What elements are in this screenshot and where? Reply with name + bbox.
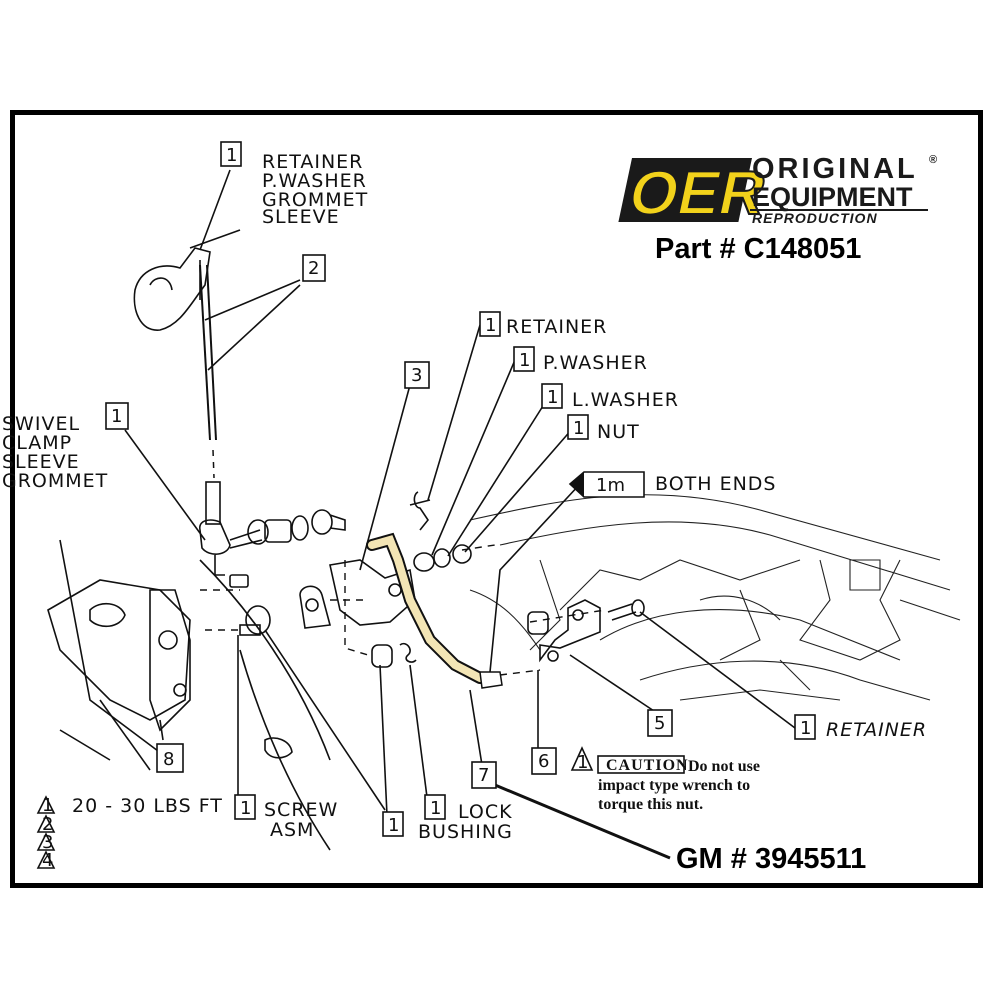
caution-line-3: torque this nut. (598, 796, 703, 813)
label-sleeve-left: SLEEVE (2, 451, 80, 473)
torque-spec-1: 20 - 30 LBS FT (72, 795, 223, 817)
lower-bracket-item5 (527, 599, 645, 663)
label-clamp: CLAMP (2, 432, 72, 454)
label-both-ends: BOTH ENDS (655, 473, 777, 495)
washer-nut-stack (409, 491, 472, 572)
label-retainer: RETAINER (506, 316, 607, 338)
oer-logo-mark: OER (618, 158, 773, 229)
label-nut: NUT (597, 421, 640, 443)
callout-box-lwasher (541, 383, 563, 409)
chassis-linework (469, 494, 961, 701)
leader-lines (124, 169, 796, 860)
callout-box-top-qty (220, 141, 242, 167)
callout-item5: 5 (654, 713, 665, 734)
upper-shift-bracket (133, 229, 241, 331)
label-pwasher: P.WASHER (543, 352, 648, 374)
label-lwasher: L.WASHER (572, 389, 679, 411)
callout-item8: 8 (163, 749, 174, 770)
label-pwasher-top: P.WASHER (262, 170, 367, 192)
callout-box-item8 (156, 743, 184, 773)
label-grommet-top: GROMMET (262, 189, 368, 211)
callout-box-lock (424, 794, 446, 820)
center-lever-bracket (239, 559, 416, 636)
callout-lock-qty: 1 (430, 798, 441, 819)
logo-line-reproduction: REPRODUCTION (752, 210, 878, 226)
caution-tag-box (597, 755, 685, 774)
callout-box-item3 (404, 361, 430, 389)
callout-box-pwasher (513, 346, 535, 372)
callout-box-item7 (471, 761, 497, 789)
callout-item7: 7 (478, 765, 489, 786)
callout-lwasher-qty: 1 (547, 387, 558, 408)
callout-box-left-qty (105, 402, 129, 430)
shift-rod (199, 264, 221, 525)
torque-marker-1: 1 (42, 795, 53, 816)
callout-box-item5 (647, 709, 673, 737)
callout-box-retainer2 (794, 714, 816, 740)
label-asm: ASM (270, 819, 314, 841)
oer-logo: OER ORIGINAL ® EQUIPMENT REPRODUCTION (618, 153, 937, 229)
lock-bushing-parts (371, 642, 417, 668)
callout-item3: 3 (411, 365, 422, 386)
callout-left-qty: 1 (111, 406, 122, 427)
callout-pwasher-qty: 1 (519, 350, 530, 371)
shift-control-rod-highlight (366, 532, 503, 689)
label-sleeve-top: SLEEVE (262, 206, 340, 228)
callout-screw-qty: 1 (240, 798, 251, 819)
label-retainer-top: RETAINER (262, 151, 363, 173)
caution-line-1: Do not use (688, 758, 760, 775)
torque-marker-4: 4 (42, 850, 53, 871)
label-bushing: BUSHING (418, 821, 513, 843)
callout-item6: 6 (538, 751, 549, 772)
callout-retainer-qty: 1 (485, 315, 496, 336)
torque-marker-item6-num: 1 (577, 752, 588, 773)
frame-bracket-left (47, 539, 331, 851)
caution-line-2: impact type wrench to (598, 777, 750, 794)
label-lock: LOCK (458, 801, 513, 823)
callout-box-screw (234, 794, 256, 820)
part-number: Part # C148051 (655, 233, 861, 265)
callout-box-retainer (479, 311, 501, 337)
callout-top-qty: 1 (226, 145, 237, 166)
callout-nut-qty: 1 (573, 418, 584, 439)
torque-legend: 1 20 - 30 LBS FT 2 3 4 (36, 795, 223, 871)
svg-text:OER: OER (623, 159, 772, 228)
label-screw: SCREW (264, 799, 338, 821)
label-swivel: SWIVEL (2, 413, 80, 435)
swivel-assembly (199, 509, 346, 588)
logo-registered: ® (929, 154, 937, 166)
callout-bushing-qty: 1 (388, 815, 399, 836)
gm-number: GM # 3945511 (676, 843, 866, 875)
label-grommet-left: GROMMET (2, 470, 108, 492)
callout-box-nut (567, 414, 589, 440)
torque-marker-2: 2 (42, 814, 53, 835)
torque-marker-3: 3 (42, 832, 53, 853)
logo-line-equipment: EQUIPMENT (752, 182, 913, 212)
callout-retainer2-qty: 1 (800, 718, 811, 739)
callout-item2: 2 (308, 258, 319, 279)
callout-box-item2 (302, 254, 326, 282)
label-retainer2: RETAINER (826, 719, 927, 741)
torque-marker-item6 (570, 746, 594, 771)
caution-tag: CAUTION (606, 757, 689, 774)
callout-box-bushing (382, 811, 404, 837)
logo-line-original: ORIGINAL (752, 153, 918, 185)
callout-both-ends-tag: 1m (596, 475, 625, 496)
callout-box-item6 (531, 747, 557, 775)
